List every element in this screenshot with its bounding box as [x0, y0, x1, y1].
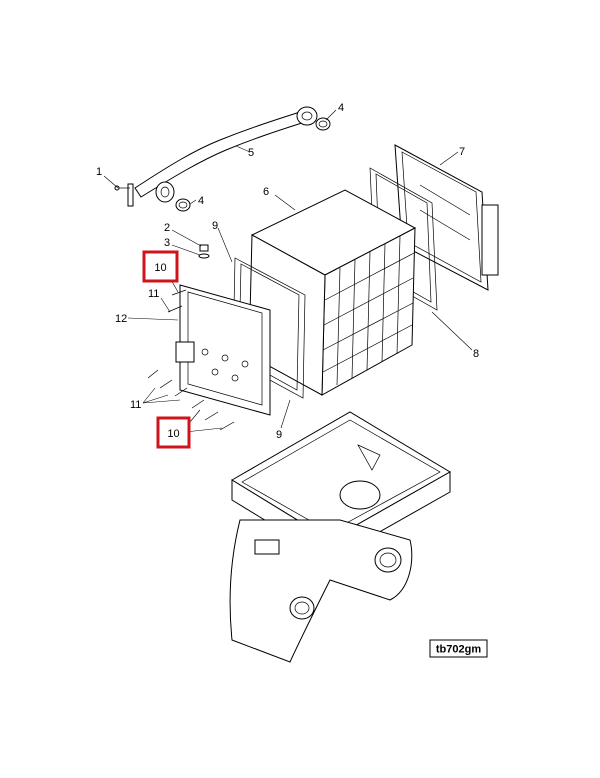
callout-2: 2	[164, 222, 170, 234]
bolt-part-10-upper	[171, 289, 187, 296]
callout-8-right: 8	[473, 348, 479, 360]
bolt-set-part-10-lower	[191, 399, 235, 431]
highlighted-callout-10-lower-label: 10	[167, 428, 179, 440]
washer-part-3	[198, 253, 210, 259]
bolt-set-part-11-lower	[147, 369, 188, 397]
callout-labels: 1 2 3 4 4 5 6 7 8 8 9 9 11 11 12	[96, 102, 479, 441]
core-front-grid	[322, 235, 415, 386]
core-part-6	[248, 189, 417, 396]
reference-tag: tb702gm	[429, 639, 488, 658]
callout-7: 7	[459, 146, 465, 158]
highlighted-callout-10-upper-label: 10	[154, 262, 166, 274]
screw-part-1	[114, 185, 130, 191]
housing	[229, 411, 451, 663]
callout-4-upper: 4	[338, 102, 344, 114]
bolt-part-11-upper	[167, 305, 183, 313]
callout-6: 6	[263, 186, 269, 198]
plug-part-2	[199, 244, 209, 252]
callout-5: 5	[248, 147, 254, 159]
leader-lines	[103, 109, 473, 433]
callout-11-lower: 11	[130, 399, 141, 411]
callout-1: 1	[96, 166, 102, 178]
o-ring-part-4-lower	[175, 198, 191, 212]
callout-12: 12	[115, 313, 127, 325]
pipe-part-5	[127, 106, 318, 207]
cover-plate-part-12	[175, 284, 271, 416]
cover-part-7	[394, 144, 499, 291]
reference-code: tb702gm	[436, 644, 481, 656]
callout-11-upper: 11	[148, 288, 159, 300]
callout-4-lower: 4	[198, 195, 204, 207]
callout-3: 3	[164, 237, 170, 249]
highlighted-callout-10-lower: 10	[156, 416, 191, 449]
highlighted-callout-10-upper: 10	[142, 250, 179, 283]
callout-9-upper: 9	[212, 220, 218, 232]
o-ring-part-4-upper	[315, 117, 331, 131]
callout-9-lower: 9	[276, 429, 282, 441]
